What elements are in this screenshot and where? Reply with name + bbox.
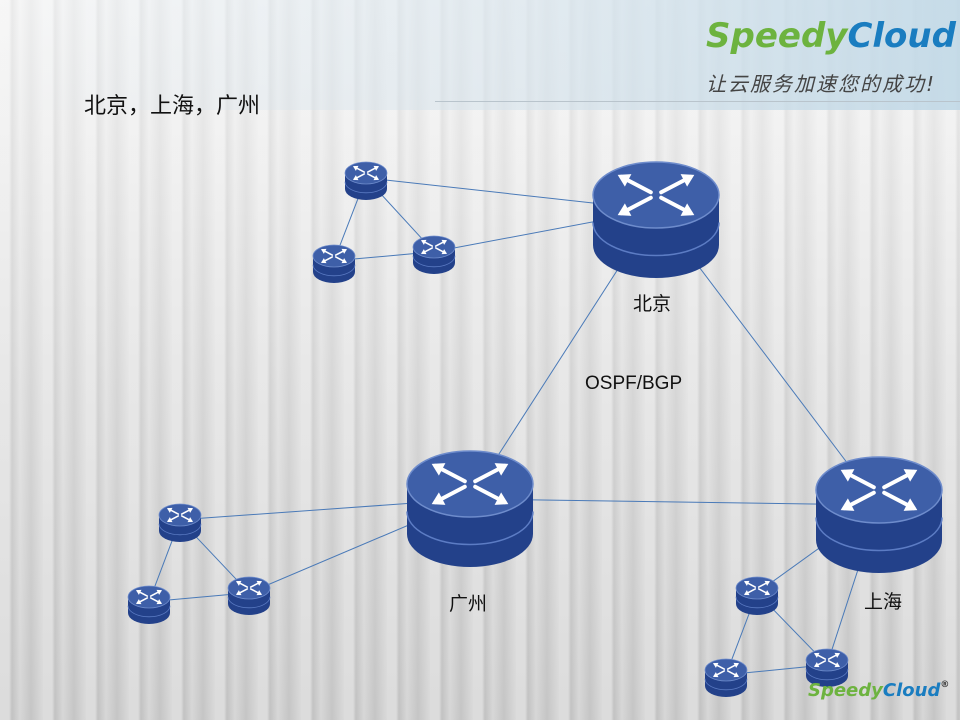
header-divider — [435, 101, 960, 102]
switch-icon-bj2 — [412, 235, 456, 274]
protocol-label: OSPF/BGP — [585, 373, 683, 394]
footer-logo-part-cloud: Cloud — [882, 680, 941, 701]
switch-icon-gz1 — [158, 503, 202, 542]
router-icon-guangzhou — [406, 450, 534, 567]
switch-icon-sh3 — [704, 658, 748, 697]
switch-icon-gz2 — [227, 576, 271, 615]
router-icon-shanghai — [815, 456, 943, 573]
router-label-guangzhou: 广州 — [449, 593, 488, 615]
slide-title: 北京，上海，广州 — [84, 94, 261, 119]
link-guangzhou-shanghai — [469, 498, 880, 506]
switch-icon-sh2 — [805, 648, 849, 687]
header-band — [0, 0, 960, 110]
network-nodes — [127, 161, 943, 697]
switch-icon-gz3 — [127, 585, 171, 624]
slogan: 让云服务加速您的成功! — [706, 72, 937, 96]
registered-mark: ® — [940, 680, 950, 690]
speedycloud-logo-footer: SpeedyCloud® — [808, 680, 949, 701]
switch-icon-sh1 — [735, 576, 779, 615]
logo-part-speedy: Speedy — [706, 16, 848, 56]
switch-icon-bj3 — [312, 244, 356, 283]
router-label-beijing: 北京 — [633, 293, 672, 315]
router-icon-beijing — [592, 161, 720, 278]
switch-icon-bj1 — [344, 161, 388, 200]
speedycloud-logo: SpeedyCloud — [706, 16, 956, 56]
logo-part-cloud: Cloud — [847, 16, 956, 56]
router-label-shanghai: 上海 — [864, 591, 903, 613]
footer-logo-part-speedy: Speedy — [808, 680, 883, 701]
